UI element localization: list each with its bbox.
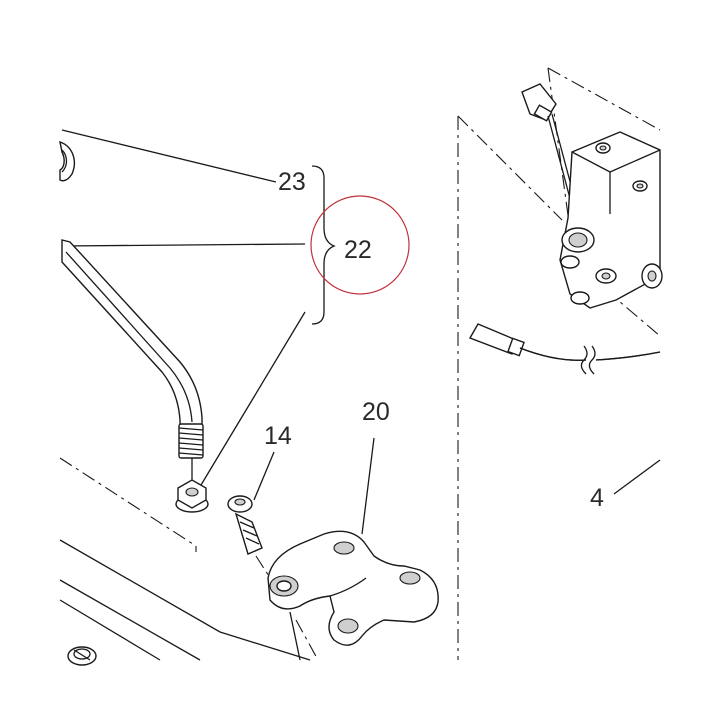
boundary-line-top — [547, 67, 661, 131]
leader-line-20 — [361, 437, 375, 535]
highlight-circle — [310, 195, 410, 295]
leader-line-14 — [253, 451, 275, 501]
leader-line-23 — [61, 129, 277, 183]
leader-line-nut — [197, 311, 306, 491]
callout-14: 14 — [264, 422, 292, 450]
callout-22: 22 — [344, 236, 372, 264]
brake-pipe — [61, 239, 203, 431]
small-bolt — [67, 646, 97, 666]
flange-nut — [175, 479, 209, 513]
right-assembly — [457, 67, 663, 660]
left-assembly — [59, 129, 336, 666]
wavy-break-symbol — [580, 345, 588, 375]
centerline-left — [59, 457, 197, 552]
clamp-body — [267, 530, 439, 646]
clamp-20 — [267, 437, 439, 661]
leader-line-4 — [613, 459, 661, 495]
master-cylinder — [559, 131, 663, 309]
callout-4: 4 — [590, 484, 604, 512]
leader-line-22 — [61, 243, 306, 247]
group-brace — [311, 165, 336, 325]
callout-20: 20 — [362, 398, 390, 426]
panel-edge — [59, 539, 311, 661]
boundary-line-diagonal — [457, 115, 563, 221]
clip-ring-fragment — [59, 140, 76, 182]
switch-cable — [468, 323, 661, 375]
bolt-14 — [227, 451, 275, 585]
pipe-thread — [178, 423, 204, 459]
callout-23: 23 — [278, 168, 306, 196]
